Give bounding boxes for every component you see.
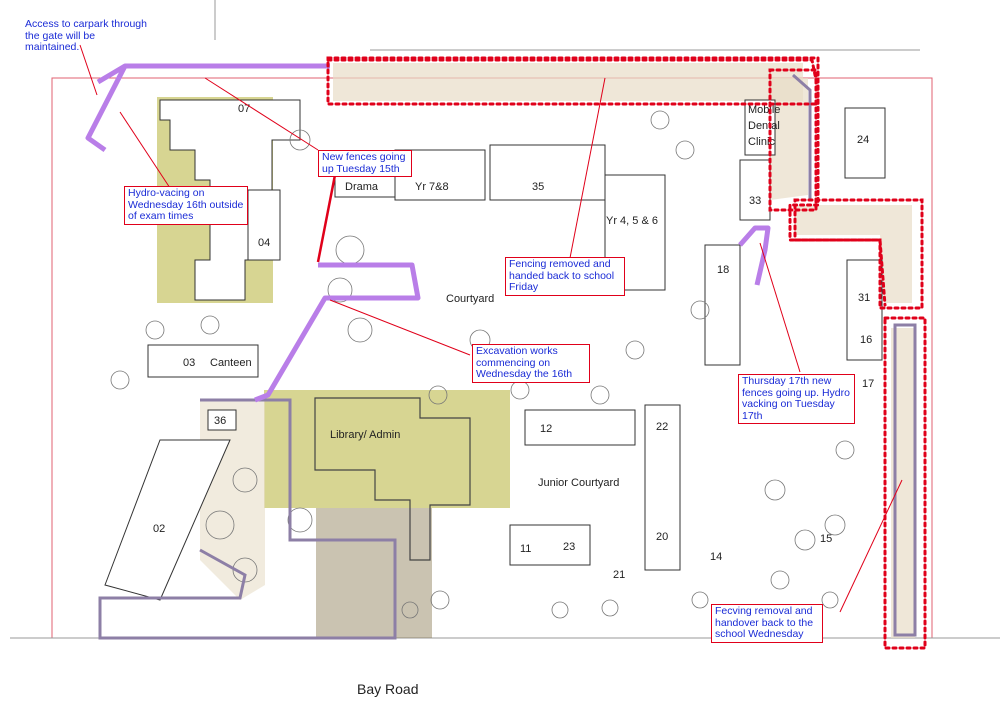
- label-yr78: Yr 7&8: [415, 181, 449, 193]
- label-20: 20: [656, 531, 668, 543]
- label-33: 33: [749, 195, 761, 207]
- label-11: 11: [520, 543, 531, 555]
- fence-grey-east: [893, 323, 917, 637]
- label-04: 04: [258, 237, 270, 249]
- label-drama: Drama: [345, 181, 379, 193]
- label-31: 31: [858, 292, 870, 304]
- callout-fences-tuesday: New fences going up Tuesday 15th: [318, 150, 412, 177]
- zone-library: [264, 390, 510, 508]
- building-31-16: 31 16: [846, 259, 883, 361]
- label-mobile: Mobile: [748, 104, 780, 116]
- label-23: 23: [563, 541, 575, 553]
- building-12: 12: [524, 409, 636, 446]
- fence-new-west: [85, 64, 128, 153]
- building-03: 03 Canteen: [147, 344, 259, 378]
- zone-north-strip: [333, 63, 803, 101]
- fence-removed-north: [326, 58, 887, 307]
- building-mobile-dental: Mobile Dental Clinic: [744, 99, 780, 156]
- label-18: 18: [717, 264, 729, 276]
- label-07: 07: [238, 103, 250, 115]
- building-36: 36: [207, 409, 237, 431]
- label-courtyard: Courtyard: [446, 293, 494, 305]
- zone-mobile: [770, 78, 808, 200]
- building-04: 04: [247, 189, 281, 261]
- callout-excavation: Excavation works commencing on Wednesday…: [472, 344, 590, 383]
- label-15: 15: [820, 533, 832, 545]
- building-33: 33: [739, 159, 771, 221]
- road-label: Bay Road: [357, 681, 418, 697]
- building-11-23: 11 23: [509, 524, 591, 566]
- fence-new-east: [738, 225, 771, 286]
- fence-removed-east: [883, 316, 927, 650]
- callout-fecving-removal: Fecving removal and handover back to the…: [711, 604, 823, 643]
- fence-removed-mobile: [768, 68, 818, 212]
- fence-removed-corner: [793, 198, 924, 310]
- label-03: 03: [183, 357, 195, 369]
- label-canteen: Canteen: [210, 357, 252, 369]
- building-22: 22 20: [644, 404, 681, 571]
- label-36: 36: [214, 415, 226, 427]
- fence-grey-north: [792, 73, 812, 200]
- label-21: 21: [613, 569, 625, 581]
- callout-arrows: [79, 44, 903, 613]
- trees: [110, 110, 855, 619]
- label-35: 35: [532, 181, 544, 193]
- building-yr456: Yr 4, 5 & 6: [604, 174, 666, 291]
- callout-thursday: Thursday 17th new fences going up. Hydro…: [738, 374, 855, 424]
- label-12: 12: [540, 423, 552, 435]
- label-junior-courtyard: Junior Courtyard: [538, 477, 619, 489]
- label-yr456: Yr 4, 5 & 6: [606, 215, 658, 227]
- building-18: 18: [704, 244, 741, 366]
- building-02: 02: [104, 439, 231, 601]
- building-library: Library/ Admin: [314, 397, 471, 561]
- label-24: 24: [857, 134, 869, 146]
- label-22: 22: [656, 421, 668, 433]
- label-16: 16: [860, 334, 872, 346]
- fence-new-north-west: [96, 63, 330, 85]
- label-14: 14: [710, 551, 722, 563]
- zone-library-south: [316, 508, 432, 638]
- zone-east-corner: [795, 205, 912, 303]
- callout-fencing-friday: Fencing removed and handed back to schoo…: [505, 257, 625, 296]
- label-02: 02: [153, 523, 165, 535]
- fence-removed-strip: [326, 56, 820, 106]
- fence-new-courtyard: [254, 262, 421, 403]
- callout-carpark: Access to carpark through the gate will …: [25, 18, 147, 53]
- building-35: 35: [489, 144, 606, 201]
- fence-grey-library: [98, 398, 397, 640]
- callout-hydro-wednesday: Hydro-vacing on Wednesday 16th outside o…: [124, 186, 248, 225]
- label-library: Library/ Admin: [330, 429, 400, 441]
- building-24: 24: [844, 107, 886, 179]
- label-dental: Dental: [748, 120, 780, 132]
- label-17: 17: [862, 378, 874, 390]
